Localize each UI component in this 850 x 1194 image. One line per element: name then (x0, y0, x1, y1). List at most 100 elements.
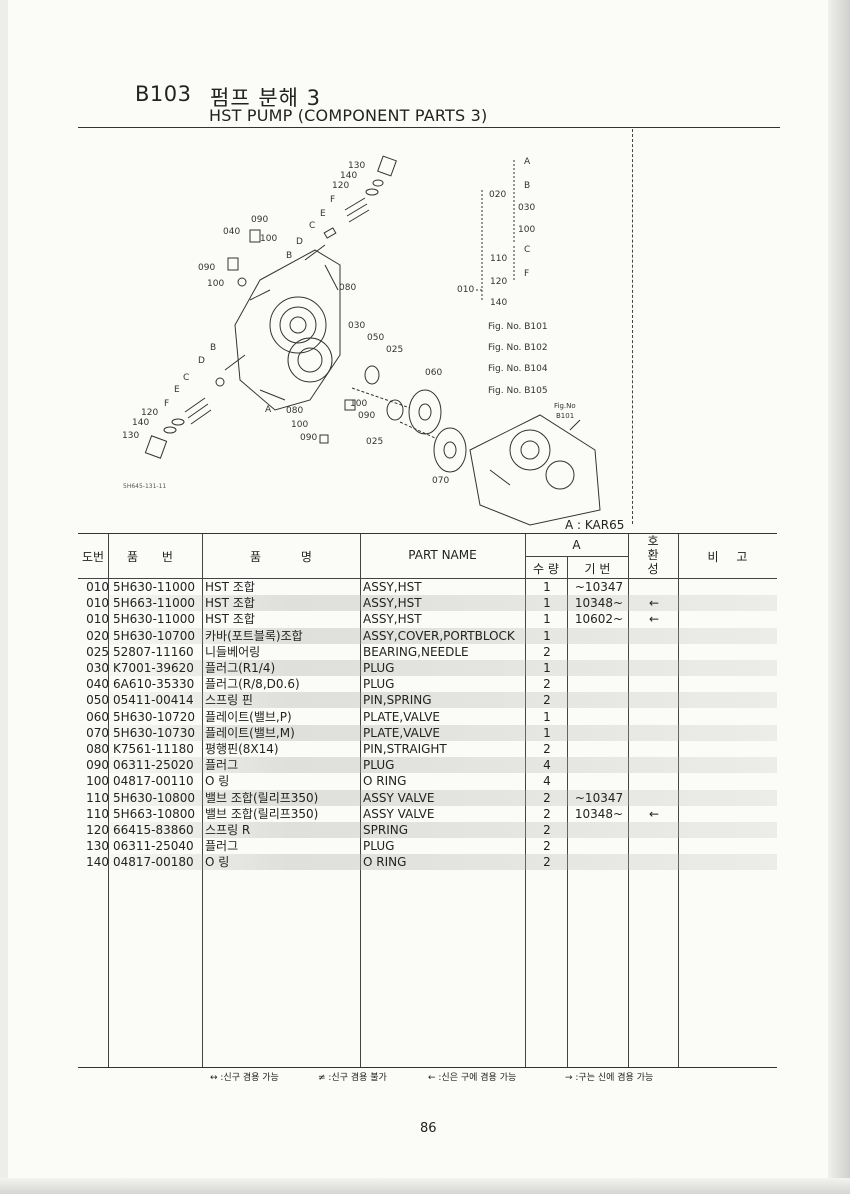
row-part-name: ASSY,HST (363, 596, 422, 611)
svg-text:D: D (296, 237, 303, 247)
row-name-korean: 카바(포트블록)조합 (205, 628, 303, 643)
row-number: 140 (86, 855, 109, 870)
row-part-name: O RING (363, 855, 407, 870)
svg-text:Fig. No. B104: Fig. No. B104 (488, 364, 548, 374)
row-quantity: 2 (543, 855, 551, 870)
svg-text:050: 050 (367, 333, 384, 343)
row-number: 120 (86, 823, 109, 837)
section-code: B103 (135, 82, 192, 106)
row-serial: 10602~ (574, 612, 624, 627)
row-name-korean: HST 조합 (205, 612, 255, 627)
row-name-korean: 밸브 조합(릴리프350) (205, 790, 319, 805)
row-quantity: 1 (543, 725, 551, 740)
row-name-korean: O 링 (205, 774, 230, 789)
svg-text:100: 100 (260, 234, 277, 244)
row-quantity: 2 (543, 839, 551, 854)
row-part-number: 5H630-11000 (113, 580, 196, 594)
row-name-korean: 플레이트(밸브,P) (205, 709, 292, 724)
row-number: 100 (86, 774, 109, 789)
row-part-name: PLATE,VALVE (363, 725, 441, 740)
row-quantity: 1 (543, 709, 551, 724)
svg-text:120: 120 (332, 181, 349, 191)
row-quantity: 2 (543, 677, 551, 692)
col-divider (567, 556, 568, 1067)
header-group-a: A (572, 538, 581, 552)
title-underline (78, 127, 780, 128)
row-number: 010 (86, 596, 109, 611)
col-divider (678, 534, 679, 1067)
row-part-number: 5H630-10800 (113, 790, 196, 805)
svg-text:090: 090 (300, 433, 317, 443)
svg-text:F: F (524, 269, 529, 279)
hst-body-corner (469, 414, 601, 526)
row-number: 020 (86, 628, 109, 643)
svg-text:100: 100 (291, 420, 308, 430)
row-name-korean: HST 조합 (205, 580, 255, 594)
row-part-number: 5H663-11000 (113, 596, 196, 611)
row-serial: ~10347 (574, 580, 624, 594)
row-name-korean: 플레이트(밸브,M) (205, 725, 295, 740)
svg-text:F: F (164, 399, 169, 409)
svg-text:130: 130 (122, 431, 139, 441)
row-name-korean: 플러그(R/8,D0.6) (205, 677, 300, 692)
row-number: 040 (86, 677, 109, 692)
bearings-and-plates (351, 365, 467, 473)
svg-text:100: 100 (207, 279, 224, 289)
row-part-number: 5H630-11000 (113, 612, 196, 627)
row-part-name: PLUG (363, 677, 395, 692)
row-name-korean: 스프링 핀 (205, 693, 253, 708)
svg-text:C: C (183, 373, 189, 383)
svg-text:B: B (286, 251, 292, 261)
diagram-image-id: 5H645-131-11 (123, 483, 167, 490)
svg-text:E: E (320, 209, 326, 219)
row-part-name: PIN,SPRING (363, 693, 432, 708)
header-compat: 호 환 성 (647, 534, 659, 576)
row-name-korean: O 링 (205, 855, 230, 870)
parts-table: 도번 품 번 품 명 PART NAME A 수 량 기 번 호 환 성 비 고… (78, 533, 777, 1068)
svg-text:Fig. No. B105: Fig. No. B105 (488, 386, 548, 396)
header-serial: 기 번 (584, 562, 611, 576)
col-divider (525, 534, 526, 1067)
svg-text:090: 090 (198, 263, 215, 273)
row-number: 010 (86, 580, 109, 594)
svg-text:080: 080 (339, 283, 356, 293)
row-name-korean: 플러그 (205, 839, 239, 854)
row-part-name: ASSY,COVER,PORTBLOCK (363, 628, 515, 643)
svg-text:025: 025 (386, 345, 403, 355)
row-part-number: 52807-11160 (113, 644, 194, 659)
row-part-number: 5H630-10720 (113, 709, 196, 724)
svg-text:030: 030 (348, 321, 365, 331)
svg-text:B101: B101 (556, 412, 574, 420)
row-quantity: 4 (543, 758, 551, 773)
row-number: 050 (86, 693, 109, 708)
svg-text:120: 120 (141, 408, 158, 418)
row-quantity: 2 (543, 644, 551, 659)
legend-item: ← :신은 구에 겸용 가능 (428, 1073, 517, 1083)
row-name-korean: 플러그 (205, 758, 239, 773)
svg-text:E: E (174, 385, 180, 395)
col-divider (360, 534, 361, 1067)
row-part-name: SPRING (363, 823, 409, 837)
row-part-name: PIN,STRAIGHT (363, 742, 447, 756)
header-subline (525, 556, 628, 557)
svg-text:090: 090 (358, 411, 375, 421)
row-quantity: 2 (543, 693, 551, 708)
lower-valve-stack (144, 354, 246, 459)
row-number: 080 (86, 742, 109, 756)
header-remarks: 비 고 (707, 550, 748, 564)
row-compat: ← (648, 596, 660, 611)
row-name-korean: 밸브 조합(릴리프350) (205, 806, 319, 821)
svg-text:140: 140 (490, 298, 507, 308)
